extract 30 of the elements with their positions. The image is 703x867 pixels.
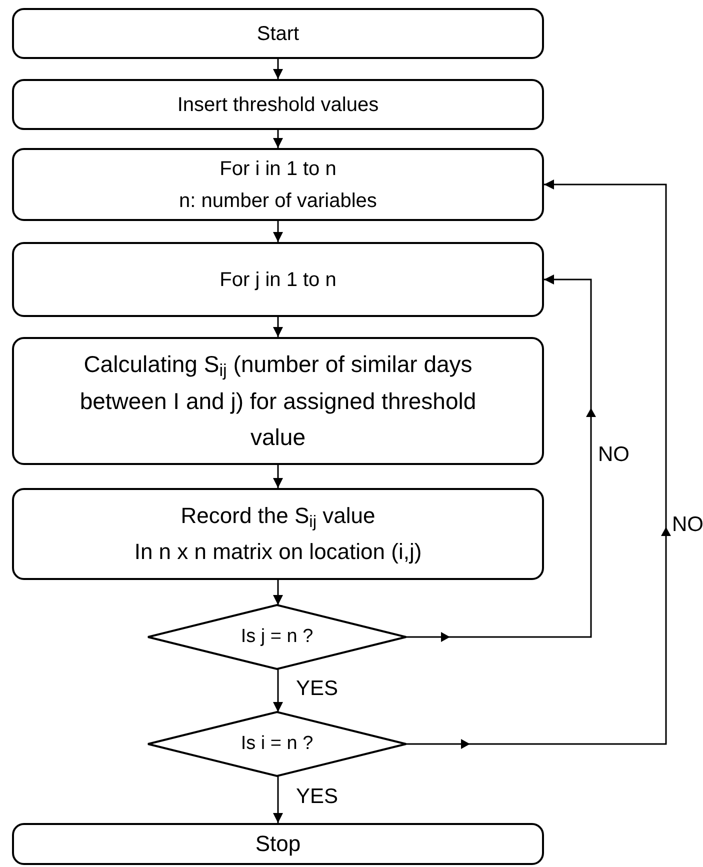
step-text: For j in 1 to n — [220, 268, 336, 292]
process-box — [12, 148, 544, 221]
process-box — [12, 8, 544, 59]
arrow — [273, 317, 283, 337]
decision-diamond — [147, 710, 407, 778]
process-box — [12, 337, 544, 465]
decision-text: Is j = n ? — [240, 626, 314, 648]
step-text: Start — [256, 22, 300, 46]
arrow — [406, 180, 671, 749]
process-box — [12, 242, 544, 317]
process-box — [12, 488, 544, 580]
arrow — [406, 274, 596, 642]
step-text: Record the S$_{ij}$ value — [180, 502, 376, 533]
arrow — [273, 776, 283, 823]
arrow — [273, 221, 283, 242]
step-text: For i in 1 to n — [220, 156, 336, 182]
arrow — [273, 465, 283, 488]
step-text: Stop — [255, 830, 301, 858]
decision-text: Is i = n ? — [240, 732, 314, 756]
arrow — [273, 669, 283, 712]
arrow — [273, 130, 283, 148]
arrow — [273, 580, 283, 605]
step-text: In n x n matrix on location (i,j) — [134, 538, 422, 566]
process-box — [12, 823, 544, 865]
step-text: Calculating S$_{ij}$ (number of similar days between I and j) for assigned threshold value — [78, 350, 478, 452]
step-text: Insert threshold values — [177, 92, 379, 118]
process-box — [12, 79, 544, 130]
step-text: n: number of variables — [179, 188, 377, 214]
arrow — [273, 59, 283, 79]
decision-diamond — [147, 604, 407, 670]
